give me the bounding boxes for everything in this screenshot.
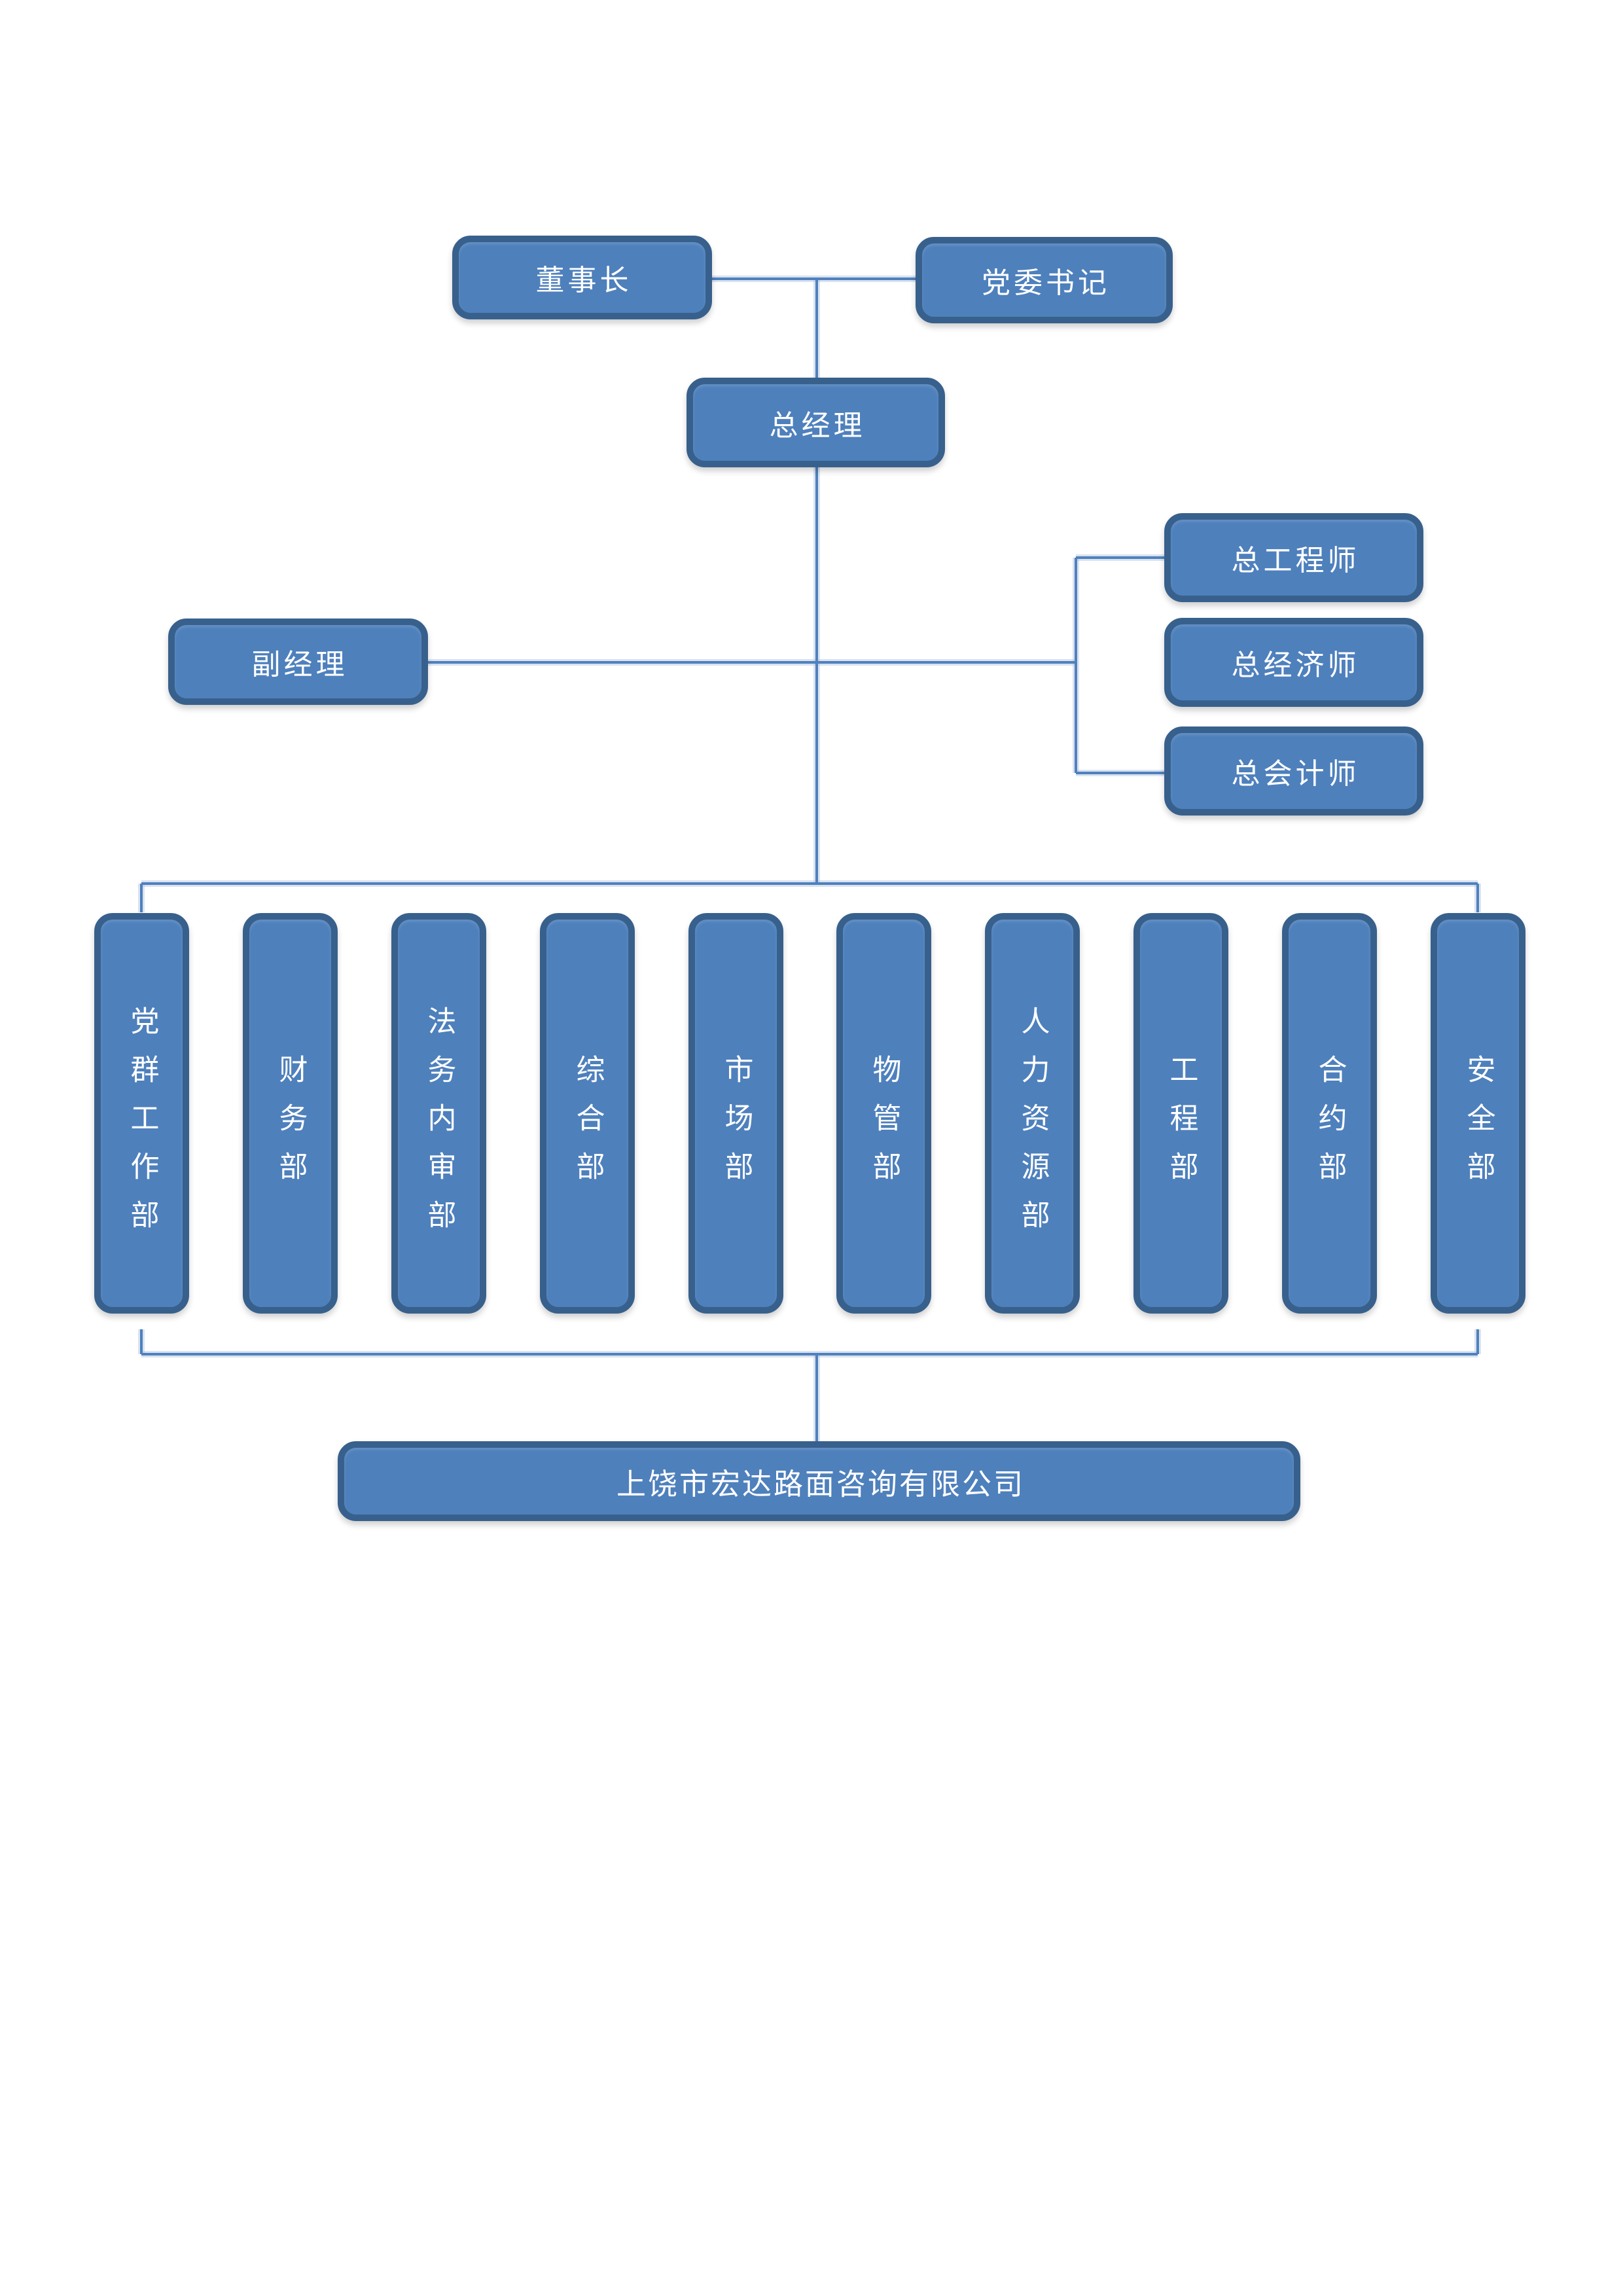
node-chief-engineer: 总工程师 xyxy=(1164,513,1423,602)
node-dept-finance: 财务部 xyxy=(243,913,338,1314)
node-dept-market: 市场部 xyxy=(688,913,783,1314)
node-dept-legal-internal-audit: 法务内审部 xyxy=(391,913,486,1314)
node-general-manager: 总经理 xyxy=(687,378,945,467)
node-dept-engineering: 工程部 xyxy=(1133,913,1228,1314)
node-dept-contracts: 合约部 xyxy=(1282,913,1377,1314)
node-dept-party-group-work: 党群工作部 xyxy=(94,913,189,1314)
node-dept-property-management: 物管部 xyxy=(836,913,931,1314)
node-chief-economist: 总经济师 xyxy=(1164,618,1423,707)
node-company: 上饶市宏达路面咨询有限公司 xyxy=(338,1441,1300,1521)
node-deputy-manager: 副经理 xyxy=(168,619,428,705)
node-dept-safety: 安全部 xyxy=(1431,913,1525,1314)
node-chairman: 董事长 xyxy=(452,236,712,319)
node-dept-general-affairs: 综合部 xyxy=(540,913,635,1314)
node-party-secretary: 党委书记 xyxy=(916,237,1173,323)
node-dept-human-resources: 人力资源部 xyxy=(985,913,1080,1314)
node-chief-accountant: 总会计师 xyxy=(1164,726,1423,816)
